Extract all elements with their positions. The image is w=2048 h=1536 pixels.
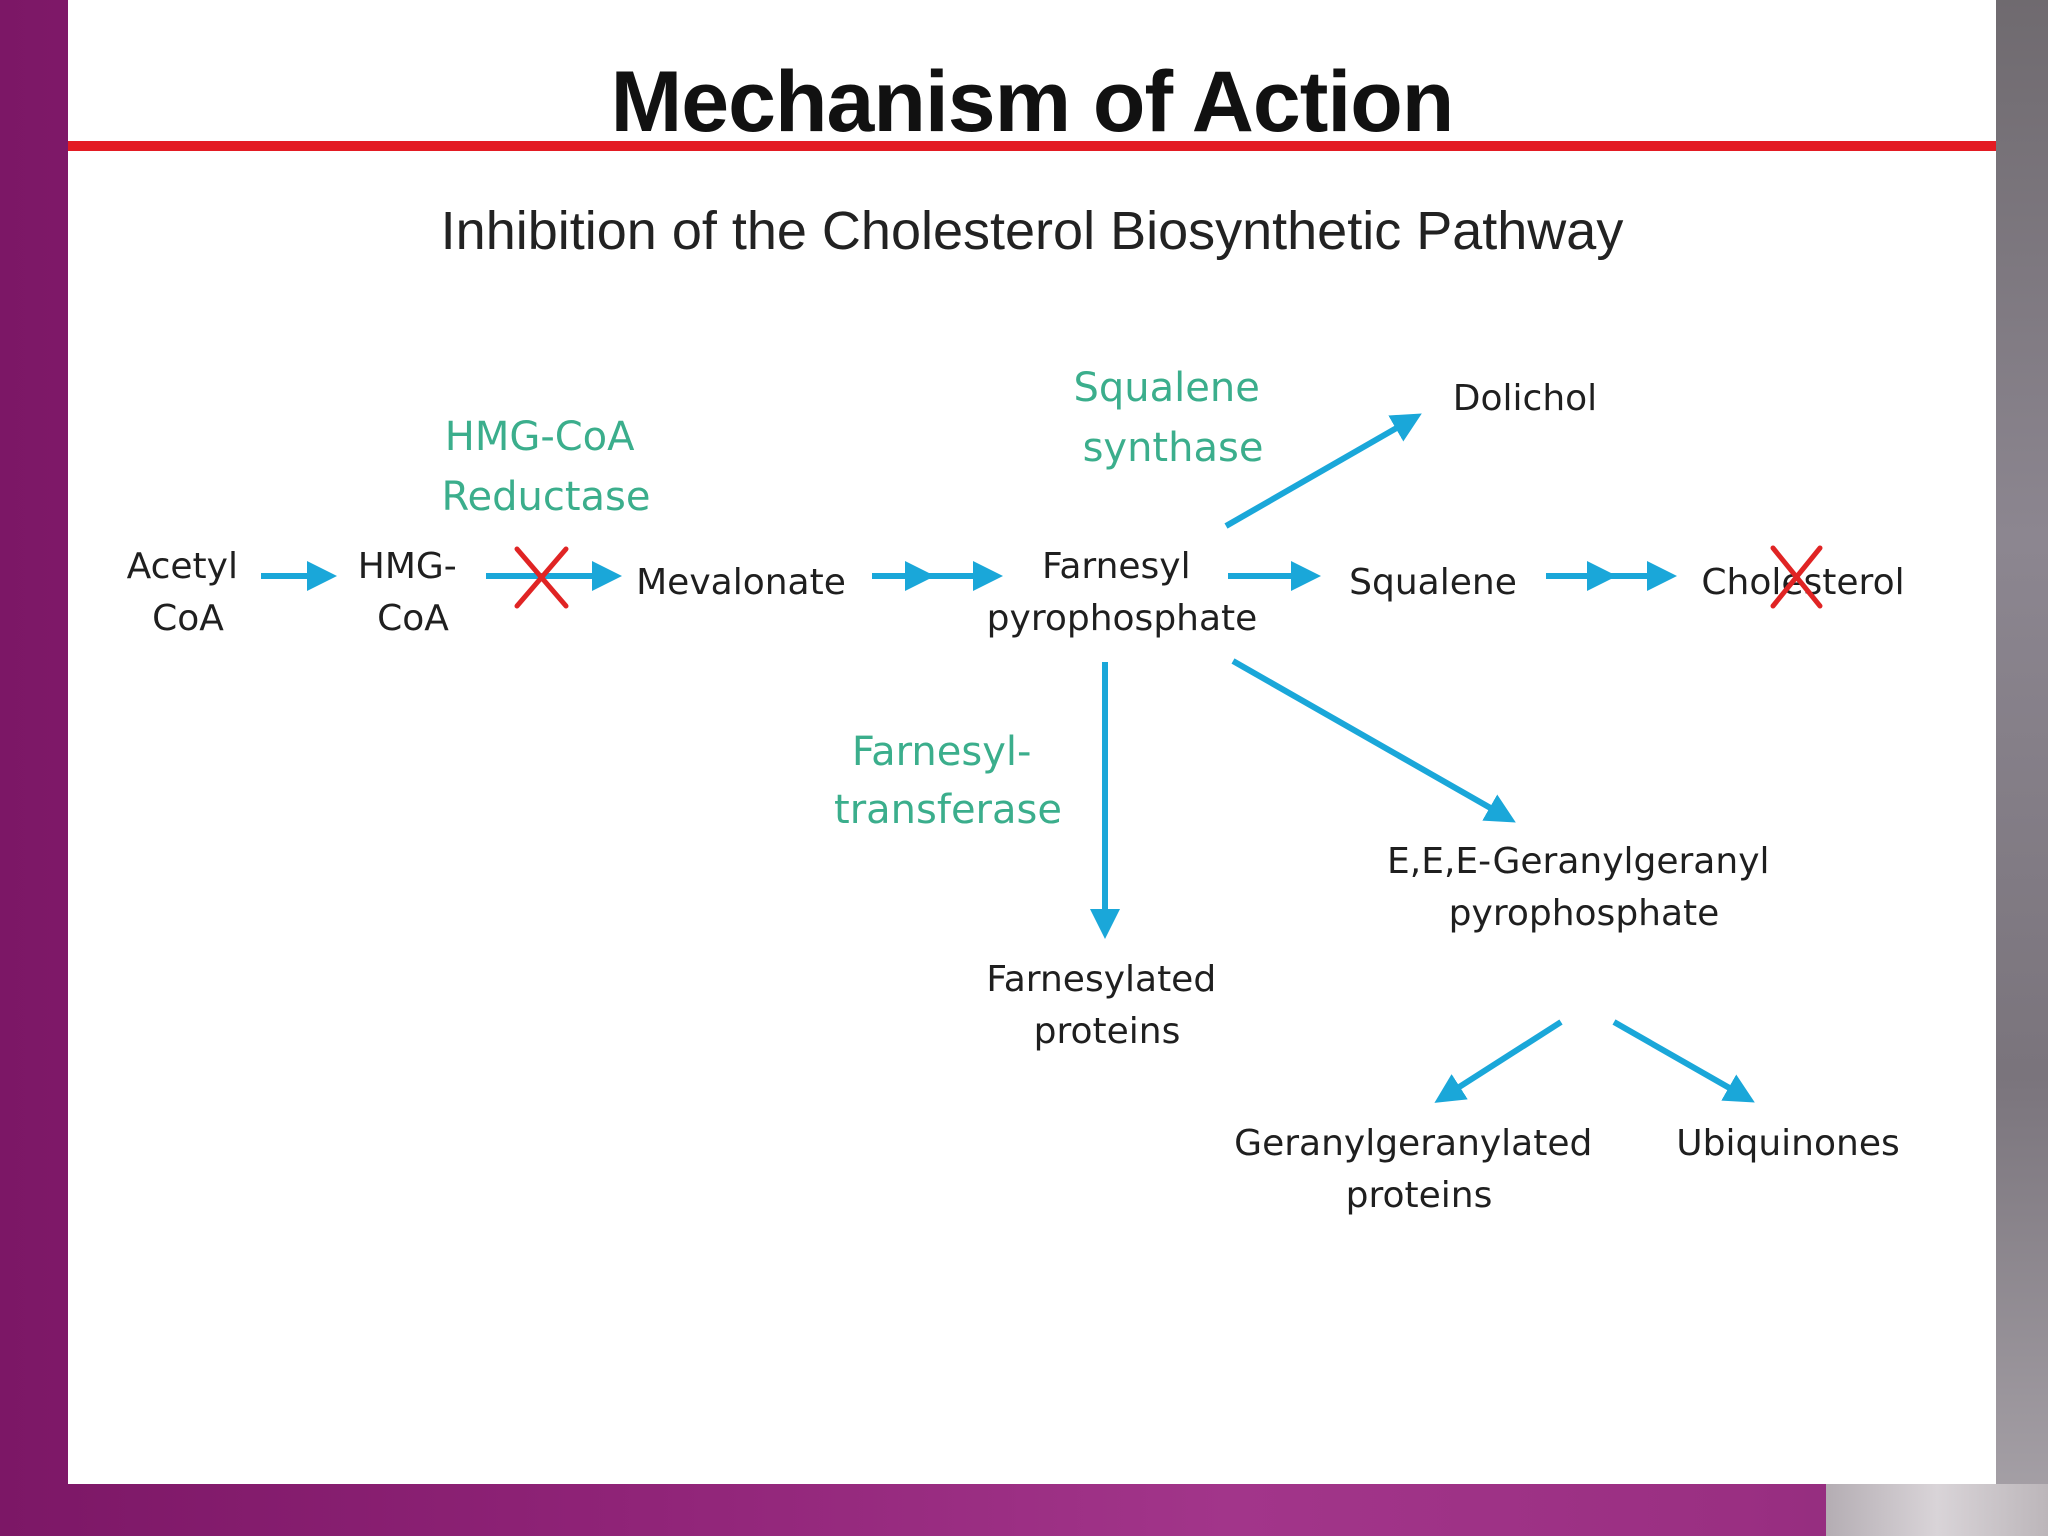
node-acetyl-coa-line2: CoA bbox=[152, 598, 224, 639]
node-farnesylated-proteins: Farnesylated proteins bbox=[986, 959, 1227, 1052]
node-acetyl-coa: Acetyl CoA bbox=[127, 546, 250, 639]
node-hmg-coa-line2: CoA bbox=[377, 598, 449, 639]
enzyme-farnesyltransferase: Farnesyl- transferase bbox=[834, 729, 1062, 833]
enzyme-squalene-synthase-line1: Squalene bbox=[1073, 365, 1259, 411]
node-hmg-coa-line1: HMG- bbox=[358, 546, 457, 587]
enzyme-farnesyltransferase-line2: transferase bbox=[834, 787, 1062, 833]
node-farnesyl-pyrophosphate: Farnesyl pyrophosphate bbox=[987, 546, 1258, 639]
enzyme-hmg-coa-reductase-line1: HMG-CoA bbox=[445, 414, 635, 460]
node-geranylgeranylated-line2: proteins bbox=[1346, 1175, 1493, 1216]
arrow-farnesyl-to-ggpp bbox=[1231, 658, 1516, 823]
node-ggpp-line1: E,E,E-Geranylgeranyl bbox=[1387, 841, 1769, 882]
node-acetyl-coa-line1: Acetyl bbox=[127, 546, 238, 587]
arrow-ggpp-to-geranylgeranylated bbox=[1434, 1019, 1563, 1103]
node-ubiquinones: Ubiquinones bbox=[1676, 1123, 1899, 1164]
enzyme-hmg-coa-reductase: HMG-CoA Reductase bbox=[442, 414, 651, 520]
pathway-arrows bbox=[261, 413, 1755, 1103]
inhibition-mark-hmg-coa-reductase bbox=[514, 546, 569, 609]
enzyme-farnesyltransferase-line1: Farnesyl- bbox=[852, 729, 1032, 775]
enzyme-squalene-synthase-line2: synthase bbox=[1083, 425, 1264, 471]
node-squalene: Squalene bbox=[1349, 562, 1517, 603]
node-geranylgeranylated-line1: Geranylgeranylated bbox=[1234, 1123, 1592, 1164]
node-farnesylated-line2: proteins bbox=[1034, 1011, 1181, 1052]
node-dolichol: Dolichol bbox=[1453, 378, 1597, 419]
node-mevalonate: Mevalonate bbox=[636, 562, 846, 603]
arrow-farnesyl-to-dolichol bbox=[1224, 413, 1422, 529]
node-farnesyl-pp-line1: Farnesyl bbox=[1042, 546, 1191, 587]
pathway-diagram: Acetyl CoA HMG- CoA Mevalonate Farnesyl … bbox=[127, 365, 1905, 1216]
enzyme-hmg-coa-reductase-line2: Reductase bbox=[442, 474, 651, 520]
node-farnesyl-pp-line2: pyrophosphate bbox=[987, 598, 1258, 639]
enzyme-squalene-synthase: Squalene synthase bbox=[1073, 365, 1272, 471]
slide-frame-corner bbox=[1826, 1484, 2048, 1536]
slide: Mechanism of Action Inhibition of the Ch… bbox=[68, 0, 1996, 1484]
node-geranylgeranylated-proteins: Geranylgeranylated proteins bbox=[1234, 1123, 1604, 1216]
slide-subtitle: Inhibition of the Cholesterol Biosynthet… bbox=[440, 201, 1624, 261]
title-underline bbox=[68, 141, 1996, 151]
slide-frame-edge bbox=[1996, 0, 2048, 1536]
inhibition-mark-cholesterol bbox=[1770, 545, 1823, 609]
node-farnesylated-line1: Farnesylated bbox=[986, 959, 1216, 1000]
node-ggpp: E,E,E-Geranylgeranyl pyrophosphate bbox=[1387, 841, 1781, 934]
arrow-ggpp-to-ubiquinones bbox=[1612, 1019, 1755, 1103]
node-hmg-coa: HMG- CoA bbox=[358, 546, 468, 639]
slide-title: Mechanism of Action bbox=[610, 54, 1455, 150]
node-ggpp-line2: pyrophosphate bbox=[1449, 893, 1720, 934]
